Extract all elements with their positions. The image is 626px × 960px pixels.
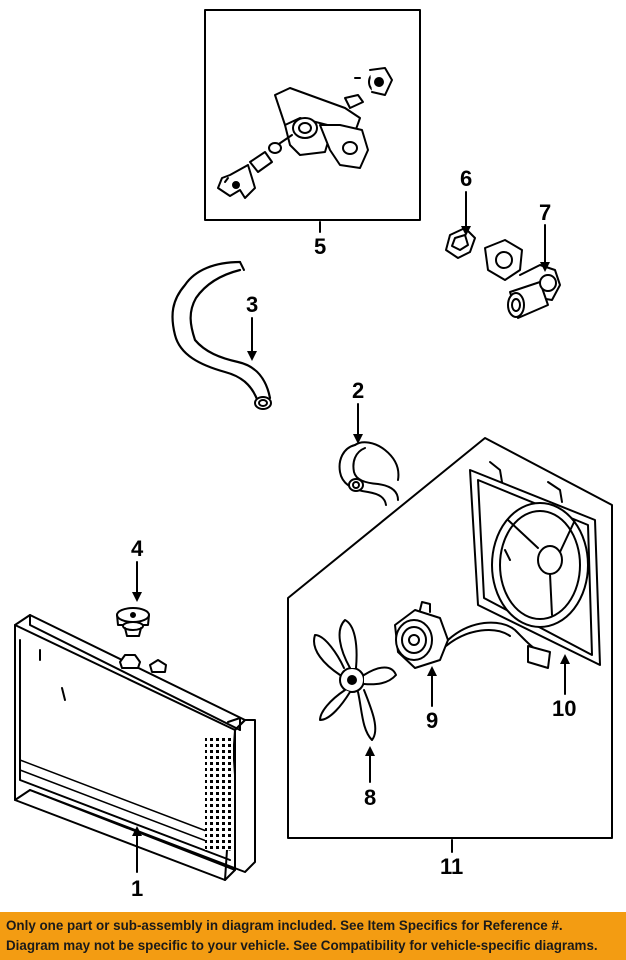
radiator-cap-4 <box>116 607 150 637</box>
radiator-hose-3 <box>171 260 272 410</box>
callout-6: 6 <box>460 166 472 191</box>
callout-10: 10 <box>552 696 576 721</box>
callout-5: 5 <box>314 234 326 259</box>
fan-shroud-10 <box>469 461 601 666</box>
leader-arrowheads <box>132 226 570 836</box>
thermostat-housing-assembly <box>217 67 393 199</box>
hose-2 <box>338 441 400 506</box>
callout-9: 9 <box>426 708 438 733</box>
callout-8: 8 <box>364 785 376 810</box>
callout-2: 2 <box>352 378 364 403</box>
part-5-frame <box>204 9 421 221</box>
disclaimer-line-2: Diagram may not be specific to your vehi… <box>6 938 598 953</box>
water-outlet-7 <box>484 239 561 319</box>
part-11-frame <box>287 437 613 839</box>
parts-diagram: 1 2 3 4 5 6 7 8 9 10 11 <box>14 9 613 901</box>
gasket-6 <box>445 227 476 259</box>
disclaimer-line-1: Only one part or sub-assembly in diagram… <box>6 918 563 933</box>
fan-motor-9 <box>394 601 551 669</box>
radiator-1 <box>14 614 256 881</box>
callout-4: 4 <box>131 536 144 561</box>
callout-7: 7 <box>539 200 551 225</box>
fan-blade-8 <box>313 619 397 741</box>
callout-1: 1 <box>131 876 143 901</box>
callout-11: 11 <box>440 854 463 879</box>
disclaimer-banner: Only one part or sub-assembly in diagram… <box>0 912 626 960</box>
callout-3: 3 <box>246 292 258 317</box>
